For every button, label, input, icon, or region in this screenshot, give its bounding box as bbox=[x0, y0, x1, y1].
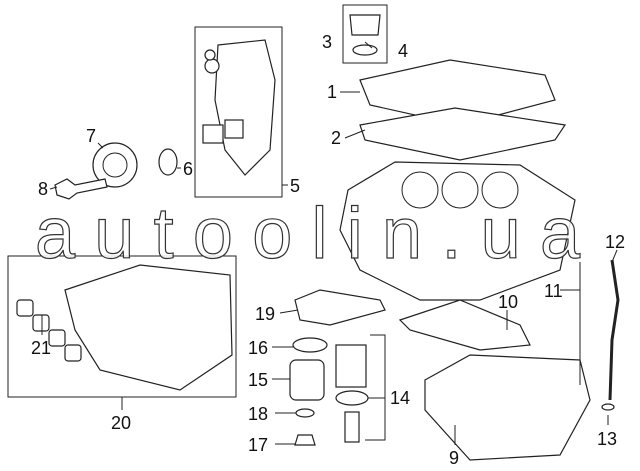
callout-19: 19 bbox=[255, 304, 275, 324]
callout-7: 7 bbox=[86, 126, 96, 146]
callout-9: 9 bbox=[449, 448, 459, 468]
cylinder-block bbox=[339, 161, 576, 301]
timing-cover-group-box bbox=[194, 26, 283, 198]
callout-labels: 1 2 3 4 5 6 7 8 9 10 11 12 13 14 15 16 1… bbox=[31, 32, 625, 468]
oil-cap-group-box bbox=[342, 4, 388, 64]
callout-17: 17 bbox=[248, 435, 268, 455]
callout-14: 14 bbox=[390, 388, 410, 408]
oil-filter-bracket bbox=[294, 289, 386, 326]
dipstick-guide bbox=[608, 259, 620, 401]
callout-11: 11 bbox=[544, 281, 563, 301]
callout-13: 13 bbox=[597, 429, 617, 449]
callout-21: 21 bbox=[31, 338, 51, 358]
callout-16: 16 bbox=[248, 338, 268, 358]
callout-3: 3 bbox=[322, 32, 332, 52]
callout-4: 4 bbox=[398, 41, 408, 61]
callout-12: 12 bbox=[605, 232, 625, 252]
oil-baffle-plate bbox=[398, 299, 531, 351]
filter-drain-pipe bbox=[344, 411, 360, 443]
callout-6: 6 bbox=[183, 159, 193, 179]
cap-gasket bbox=[352, 44, 378, 56]
oil-filter-element bbox=[335, 344, 367, 388]
manifold-gaskets bbox=[16, 299, 82, 362]
valve-cover-gasket bbox=[359, 107, 567, 161]
watermark: autoolin.ua bbox=[35, 194, 581, 274]
callout-2: 2 bbox=[331, 128, 341, 148]
callout-18: 18 bbox=[248, 404, 268, 424]
o-ring bbox=[292, 337, 328, 353]
guide-o-ring bbox=[601, 403, 615, 411]
intake-manifold bbox=[64, 264, 233, 391]
callout-1: 1 bbox=[327, 82, 337, 102]
callout-10: 10 bbox=[498, 292, 518, 312]
timing-chain-cover bbox=[214, 39, 276, 176]
valve-cover bbox=[359, 59, 556, 126]
drain-gasket bbox=[295, 408, 315, 418]
oil-filter-cap bbox=[289, 359, 325, 401]
oil-filler-cap bbox=[349, 14, 381, 36]
drain-plug bbox=[294, 434, 316, 446]
callout-20: 20 bbox=[111, 413, 131, 433]
callout-5: 5 bbox=[290, 176, 300, 196]
leader-lines bbox=[41, 41, 618, 445]
callout-8: 8 bbox=[38, 179, 48, 199]
callout-15: 15 bbox=[248, 370, 268, 390]
crankshaft-pulley bbox=[92, 142, 138, 188]
pulley-bolt bbox=[54, 178, 108, 200]
oil-seal bbox=[158, 148, 178, 176]
oil-pan bbox=[424, 354, 591, 461]
